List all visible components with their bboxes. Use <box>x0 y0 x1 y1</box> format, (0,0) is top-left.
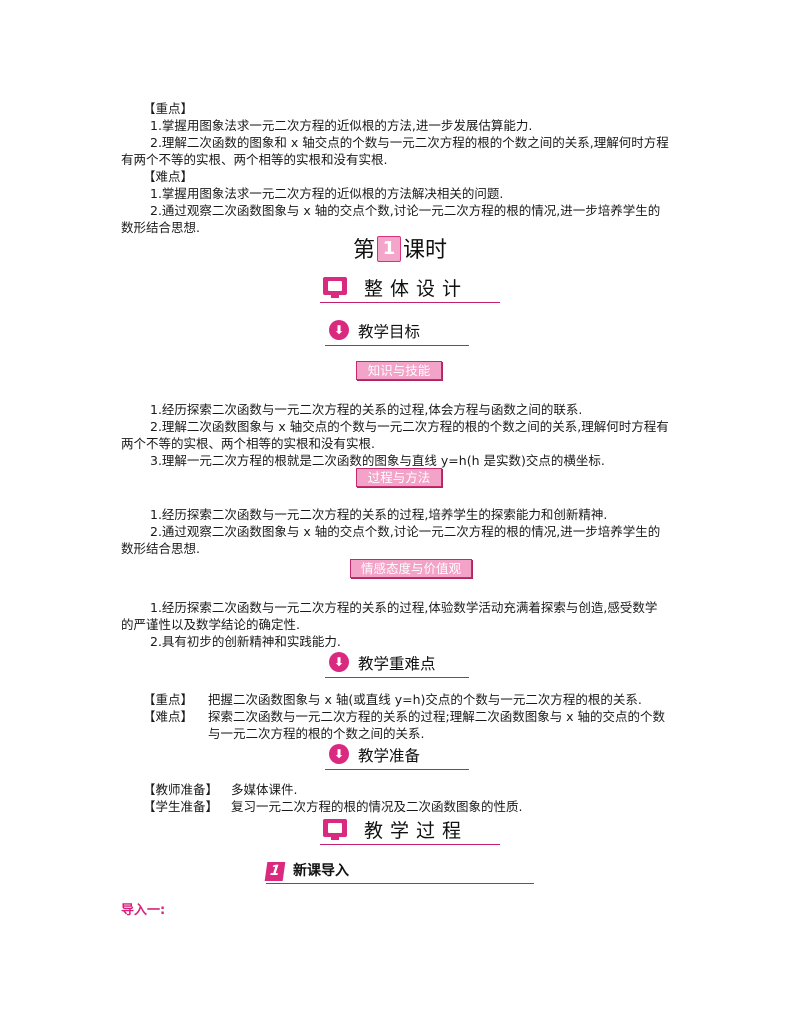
emotion-item-1: 1.经历探索二次函数与一元二次方程的关系的过程,体验数学活动充满着探索与创造,感… <box>121 600 658 632</box>
lesson-number-box: 1 <box>377 236 401 262</box>
teacher-prep-label: 【教师准备】 <box>143 782 219 797</box>
monitor-icon <box>323 819 347 837</box>
zhongdian-item-1: 1.掌握用图象法求一元二次方程的近似根的方法,进一步发展估算能力. <box>150 118 533 133</box>
intro-one-label: 导入一: <box>121 903 166 918</box>
section-title: 教学过程 <box>364 820 469 842</box>
section-teaching-process: 教学过程 <box>320 818 500 845</box>
lesson-title-suffix: 课时 <box>403 238 448 263</box>
section-teaching-prep: ⬇ 教学准备 <box>325 744 469 770</box>
key-label: 【重点】 <box>143 692 194 707</box>
nandian-item-1: 1.掌握用图象法求一元二次方程的近似根的方法解决相关的问题. <box>150 186 504 201</box>
step-header: 1 新课导入 <box>264 862 534 884</box>
step-number: 1 <box>264 862 286 881</box>
section-title: 整体设计 <box>364 278 469 300</box>
nandian-item-2: 2.通过观察二次函数图象与 x 轴的交点个数,讨论一元二次方程的根的情况,进一步… <box>121 203 661 235</box>
badge-knowledge: 知识与技能 <box>356 361 442 380</box>
down-arrow-circle-icon: ⬇ <box>329 652 349 672</box>
knowledge-item-3: 3.理解一元二次方程的根就是二次函数的图象与直线 y=h(h 是实数)交点的横坐… <box>150 453 605 468</box>
zhongdian-label: 【重点】 <box>143 101 194 116</box>
emotion-item-2: 2.具有初步的创新精神和实践能力. <box>150 634 341 649</box>
section-title: 教学重难点 <box>358 655 436 673</box>
down-arrow-circle-icon: ⬇ <box>329 320 349 340</box>
section-overall-design: 整体设计 <box>320 276 500 303</box>
section-title: 教学目标 <box>358 323 421 341</box>
monitor-stand <box>331 295 339 298</box>
difficult-text: 探索二次函数与一元二次方程的关系的过程;理解二次函数图象与 x 轴的交点的个数与… <box>208 708 673 742</box>
section-teaching-goals: ⬇ 教学目标 <box>325 320 469 346</box>
monitor-icon <box>323 277 347 295</box>
knowledge-item-2: 2.理解二次函数图象与 x 轴交点的个数与一元二次方程的根的个数之间的关系,理解… <box>121 419 669 451</box>
badge-process: 过程与方法 <box>356 468 442 487</box>
student-prep-text: 复习一元二次方程的根的情况及二次函数图象的性质. <box>231 799 523 814</box>
knowledge-item-1: 1.经历探索二次函数与一元二次方程的关系的过程,体会方程与函数之间的联系. <box>150 402 583 417</box>
step-title: 新课导入 <box>293 863 349 879</box>
badge-emotion: 情感态度与价值观 <box>350 559 472 578</box>
key-text: 把握二次函数图象与 x 轴(或直线 y=h)交点的个数与一元二次方程的根的关系. <box>208 692 642 707</box>
lesson-title-prefix: 第 <box>352 238 375 263</box>
process-item-1: 1.经历探索二次函数与一元二次方程的关系的过程,培养学生的探索能力和创新精神. <box>150 507 608 522</box>
section-title: 教学准备 <box>358 747 421 765</box>
monitor-stand <box>331 837 339 840</box>
section-teaching-key: ⬇ 教学重难点 <box>325 652 469 678</box>
nandian-label: 【难点】 <box>143 169 194 184</box>
difficult-text-body: 探索二次函数与一元二次方程的关系的过程;理解二次函数图象与 x 轴的交点的个数与… <box>208 709 666 741</box>
teacher-prep-text: 多媒体课件. <box>231 782 298 797</box>
down-arrow-circle-icon: ⬇ <box>329 744 349 764</box>
student-prep-label: 【学生准备】 <box>143 799 219 814</box>
difficult-label: 【难点】 <box>143 709 194 724</box>
zhongdian-item-2: 2.理解二次函数的图象和 x 轴交点的个数与一元二次方程的根的个数之间的关系,理… <box>121 135 669 167</box>
process-item-2: 2.通过观察二次函数图象与 x 轴的交点个数,讨论一元二次方程的根的情况,进一步… <box>121 524 661 556</box>
